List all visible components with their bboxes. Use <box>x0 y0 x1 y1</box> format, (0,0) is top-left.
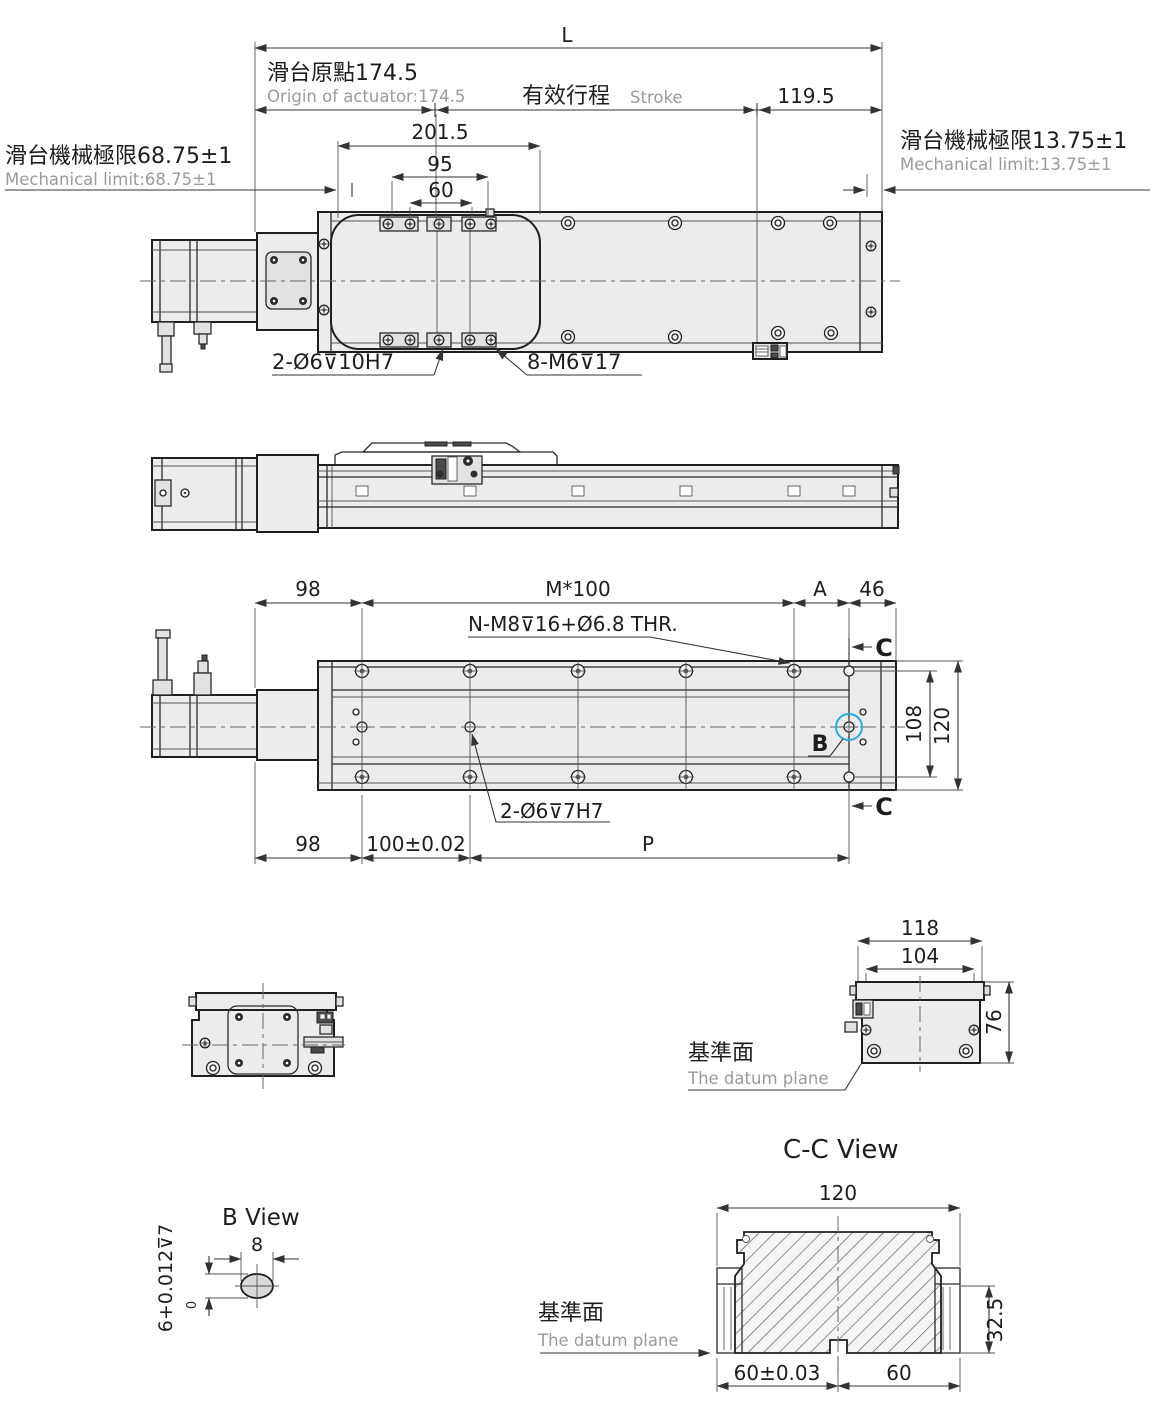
section-cc-title: C-C View <box>783 1135 899 1165</box>
top-plan-view: L 滑台原點174.5 Origin of actuator:174.5 有效行… <box>5 23 1150 376</box>
dim-98-bottom: 98 <box>295 832 320 856</box>
dim-A: A <box>813 577 827 601</box>
dim-104: 104 <box>901 944 939 968</box>
callout-counterbore: 2-Ø6⊽10H7 <box>272 350 394 374</box>
top-view-dimensions: L 滑台原點174.5 Origin of actuator:174.5 有效行… <box>5 23 1150 376</box>
dim-108: 108 <box>902 705 926 743</box>
origin-label-en: Origin of actuator:174.5 <box>267 87 465 106</box>
cc-datum-zh: 基準面 <box>538 1301 604 1326</box>
callout-dowel: 2-Ø6⊽7H7 <box>500 799 604 823</box>
dim-46: 46 <box>859 577 884 601</box>
dim-120: 120 <box>930 707 954 745</box>
cc-hatched-body <box>734 1231 942 1354</box>
stroke-label-en: Stroke <box>630 88 683 107</box>
dim-L: L <box>561 23 573 47</box>
b-dim-tolerance: 6+0.012⊽7 <box>155 1224 177 1332</box>
right-end-view: 118 104 76 基準面 The datum plane <box>687 916 1014 1091</box>
cc-right-foot <box>934 1267 961 1354</box>
b-dim-8: 8 <box>251 1234 263 1256</box>
dim-119-5: 119.5 <box>777 84 834 108</box>
coupling-housing-side <box>256 454 319 533</box>
dim-118: 118 <box>901 916 939 940</box>
cc-dim-32-5: 32.5 <box>983 1298 1007 1343</box>
left-end-connector-detail <box>303 1011 344 1054</box>
cc-dim-60-tol: 60±0.03 <box>734 1361 821 1385</box>
cc-datum-en: The datum plane <box>537 1331 679 1350</box>
rail-base-bottom <box>140 660 905 791</box>
detail-b-label: B <box>812 732 829 757</box>
dim-98-top: 98 <box>295 577 320 601</box>
b-dim-tolerance-zero: 0 <box>185 1301 200 1309</box>
section-c-bottom-label: C <box>875 793 893 821</box>
coupling-housing-bottom <box>256 689 319 761</box>
dim-201-5: 201.5 <box>411 120 468 144</box>
dim-m100: M*100 <box>545 577 610 601</box>
carriage-side <box>334 441 558 485</box>
sensor-block <box>752 342 788 360</box>
detail-b-view: B View 8 6+0.012⊽7 0 <box>155 1205 300 1332</box>
datum-label-zh: 基準面 <box>688 1041 754 1066</box>
rail-body-top <box>317 211 883 353</box>
dim-60: 60 <box>428 178 453 202</box>
cc-left-foot <box>716 1267 743 1354</box>
callout-tapped: 8-M6⊽17 <box>527 350 622 374</box>
stroke-label-zh: 有效行程 <box>522 84 610 109</box>
section-cc-view: C-C View 120 32.5 60±0.03 60 <box>537 1135 1007 1392</box>
detail-b-marker: B <box>808 713 863 757</box>
right-end-clamp-detail <box>844 999 874 1033</box>
limit-right-en: Mechanical limit:13.75±1 <box>900 155 1112 174</box>
callout-mounting: N-M8⊽16+Ø6.8 THR. <box>468 612 678 636</box>
dim-76: 76 <box>982 1009 1006 1034</box>
carriage-clamp-detail <box>431 455 483 485</box>
origin-label-zh: 滑台原點174.5 <box>267 61 418 86</box>
cc-dim-120: 120 <box>819 1181 857 1205</box>
limit-right-zh: 滑台機械極限13.75±1 <box>900 129 1127 154</box>
limit-left-en: Mechanical limit:68.75±1 <box>5 170 217 189</box>
b-view-title: B View <box>222 1205 300 1231</box>
motor-bottom <box>151 629 258 758</box>
side-elevation-view <box>151 441 900 533</box>
datum-label-en: The datum plane <box>687 1069 829 1088</box>
left-end-view <box>182 983 345 1090</box>
limit-left-zh: 滑台機械極限68.75±1 <box>5 144 232 169</box>
dim-100: 100±0.02 <box>366 832 465 856</box>
bottom-view-dimensions: 98 M*100 A 46 N-M8⊽16+Ø6.8 THR. 108 120 <box>254 577 963 864</box>
section-c-top-label: C <box>875 634 893 662</box>
bottom-plan-view: B C C 98 M*100 A 46 N-M8⊽16+Ø6 <box>140 577 963 864</box>
motor-side <box>151 457 258 531</box>
cc-dim-60: 60 <box>886 1361 911 1385</box>
dim-P: P <box>642 832 654 856</box>
section-c-markers: C C <box>848 634 893 821</box>
dim-95: 95 <box>427 152 452 176</box>
rail-body-side <box>317 464 900 529</box>
motor-top <box>151 239 258 373</box>
